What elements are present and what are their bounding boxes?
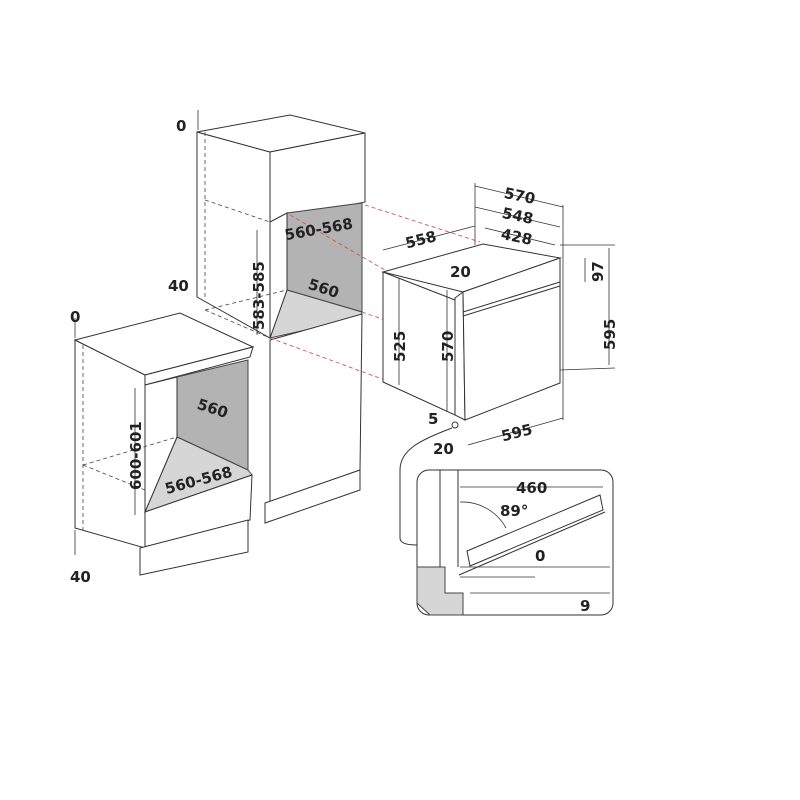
oven-control-panel-line (462, 281, 561, 313)
tall-top-gap-label: 0 (176, 117, 186, 135)
oven-width-label: 595 (500, 420, 535, 445)
top-clearance-label: 0 (535, 547, 545, 565)
base-cabinet (73, 312, 255, 576)
tall-cabinet (196, 114, 366, 524)
door-detail-open-door (466, 494, 604, 567)
oven-control-panel-height-label: 97 (589, 261, 607, 282)
detail-marker (451, 421, 459, 429)
oven (381, 243, 562, 546)
tall-cabinet-upper-front (269, 132, 366, 223)
tall-opening-height-label: 583-585 (250, 261, 268, 330)
base-rear-gap-label: 40 (70, 568, 91, 586)
dimension-lines (74, 110, 616, 555)
oven-total-height-label: 595 (601, 319, 619, 350)
detail-callout-line (399, 427, 453, 546)
door-detail-cabinet-section (416, 566, 464, 616)
tall-rear-gap-label: 40 (168, 277, 189, 295)
oven-bottom-offset-label: 5 (428, 410, 438, 428)
oven-body-height-label: 570 (439, 331, 457, 362)
base-top-gap-label: 0 (70, 308, 80, 326)
oven-door-thickness-label: 20 (433, 440, 454, 458)
alignment-guides (269, 204, 481, 381)
door-detail (416, 469, 614, 616)
base-cabinet-top-rail (144, 346, 254, 386)
oven-front-thickness-label: 20 (450, 263, 471, 281)
oven-side-depth-label: 558 (404, 227, 439, 252)
tall-cabinet-plinth (264, 469, 361, 524)
oven-inner-depth-label: 428 (499, 225, 533, 249)
base-cabinet-drawer (144, 474, 253, 549)
oven-side-height-label: 525 (391, 331, 409, 362)
bottom-clearance-label: 9 (580, 597, 590, 615)
base-cabinet-plinth (139, 519, 249, 576)
oven-body-depth-label: 548 (500, 204, 534, 228)
labels: 0 40 560-568 583-585 560 0 560 600-601 5… (70, 117, 619, 615)
base-opening-height-label: 600-601 (127, 421, 145, 490)
door-open-length-label: 460 (516, 479, 547, 497)
door-angle-label: 89° (500, 502, 528, 520)
oven-front (462, 257, 561, 421)
